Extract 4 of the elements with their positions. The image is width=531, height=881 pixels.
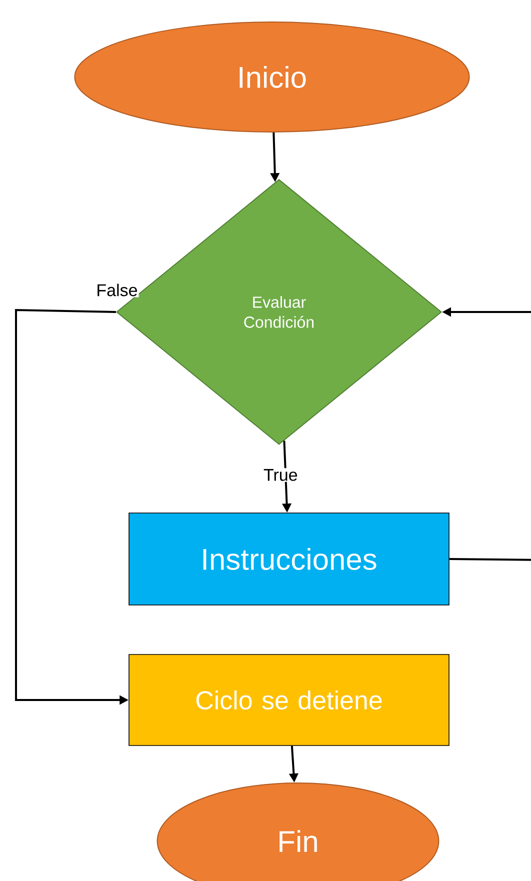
edge-label: True — [262, 468, 299, 482]
process-box: Instrucciones — [128, 512, 450, 606]
process-box: Ciclo se detiene — [128, 654, 450, 746]
edge-label: False — [95, 282, 139, 298]
